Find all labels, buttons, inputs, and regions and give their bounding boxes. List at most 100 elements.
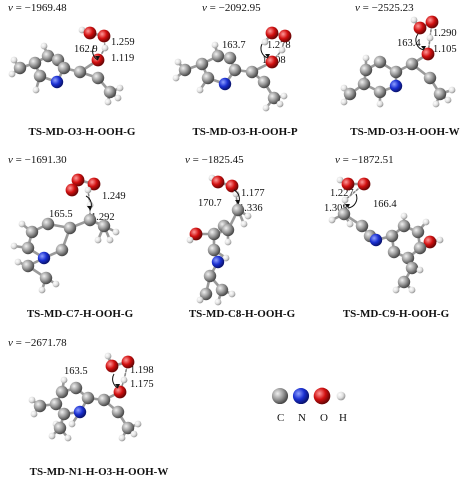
carbon-atom bbox=[53, 421, 67, 435]
hydrogen-atom bbox=[18, 220, 26, 228]
hydrogen-atom bbox=[32, 86, 40, 94]
carbon-atom bbox=[373, 85, 387, 99]
hydrogen-atom bbox=[392, 286, 400, 294]
hydrogen-atom bbox=[130, 430, 138, 438]
legend-label-carbon: C bbox=[277, 412, 285, 424]
angle-label: 163.4 bbox=[397, 38, 421, 49]
carbon-atom bbox=[28, 56, 42, 70]
angle-label: 163.5 bbox=[64, 366, 88, 377]
carbon-atom bbox=[211, 49, 225, 63]
carbon-atom bbox=[207, 227, 221, 241]
nitrogen-atom bbox=[73, 405, 87, 419]
carbon-atom bbox=[195, 57, 209, 71]
oxygen-atom bbox=[121, 355, 135, 369]
hydrogen-atom bbox=[280, 92, 288, 100]
carbon-atom bbox=[357, 77, 371, 91]
nitrogen-atom bbox=[389, 79, 403, 93]
hydrogen-atom bbox=[40, 42, 48, 50]
angle-label: 166.4 bbox=[373, 199, 397, 210]
hydrogen-atom bbox=[341, 196, 349, 204]
carbon-atom bbox=[41, 217, 55, 231]
carbon-atom bbox=[231, 203, 245, 217]
carbon-atom bbox=[57, 61, 71, 75]
oxygen-atom bbox=[265, 55, 279, 69]
frequency-label: ν = −2092.95 bbox=[202, 2, 261, 14]
hydrogen-atom bbox=[52, 280, 60, 288]
distance-label: 1.308 bbox=[324, 203, 348, 214]
angle-arc bbox=[112, 373, 119, 389]
carbon-atom bbox=[221, 223, 235, 237]
hydrogen-atom bbox=[444, 96, 452, 104]
carbon-atom bbox=[355, 219, 369, 233]
hydrogen-atom bbox=[224, 238, 232, 246]
hydrogen-atom bbox=[376, 100, 384, 108]
carbon-atom bbox=[389, 65, 403, 79]
carbon-atom bbox=[411, 225, 425, 239]
oxygen-atom bbox=[313, 387, 331, 405]
hydrogen-atom bbox=[10, 242, 18, 250]
hydrogen-atom bbox=[104, 98, 112, 106]
oxygen-atom bbox=[211, 175, 225, 189]
carbon-atom bbox=[359, 63, 373, 77]
carbon-atom bbox=[91, 71, 105, 85]
nitrogen-atom bbox=[50, 75, 64, 89]
nitrogen-atom bbox=[369, 233, 383, 247]
carbon-atom bbox=[267, 91, 281, 105]
structure-caption: TS-MD-N1-H-O3-H-OOH-W bbox=[29, 466, 169, 478]
hydrogen-atom bbox=[10, 56, 18, 64]
hydrogen-atom bbox=[174, 58, 182, 66]
angle-arrow bbox=[345, 204, 350, 208]
hydrogen-atom bbox=[38, 286, 46, 294]
carbon-atom bbox=[103, 85, 117, 99]
oxygen-atom bbox=[357, 177, 371, 191]
structure-caption: TS-MD-O3-H-OOH-G bbox=[28, 126, 136, 138]
angle-label: 163.7 bbox=[222, 40, 246, 51]
legend-label-hydrogen: H bbox=[339, 412, 347, 424]
carbon-atom bbox=[63, 221, 77, 235]
structure-caption: TS-MD-O3-H-OOH-P bbox=[192, 126, 298, 138]
hydrogen-atom bbox=[118, 434, 126, 442]
distance-label: 1.292 bbox=[91, 212, 115, 223]
legend-label-nitrogen: N bbox=[298, 412, 306, 424]
carbon-atom bbox=[97, 393, 111, 407]
distance-label: 1.105 bbox=[433, 44, 457, 55]
carbon-atom bbox=[73, 65, 87, 79]
hydrogen-atom bbox=[64, 434, 72, 442]
hydrogen-atom bbox=[120, 376, 128, 384]
carbon-atom bbox=[215, 283, 229, 297]
angle-label: 165.5 bbox=[49, 209, 73, 220]
oxygen-atom bbox=[105, 359, 119, 373]
oxygen-atom bbox=[265, 26, 279, 40]
distance-label: 1.227 bbox=[330, 188, 354, 199]
hydrogen-atom bbox=[340, 98, 348, 106]
hydrogen-atom bbox=[114, 94, 122, 102]
angle-arrow bbox=[421, 46, 426, 50]
carbon-atom bbox=[405, 261, 419, 275]
carbon-atom bbox=[433, 87, 447, 101]
hydrogen-atom bbox=[104, 352, 112, 360]
frequency-label: ν = −1969.48 bbox=[8, 2, 67, 14]
carbon-atom bbox=[337, 207, 351, 221]
carbon-atom bbox=[21, 259, 35, 273]
carbon-atom bbox=[401, 251, 415, 265]
hydrogen-atom bbox=[240, 220, 248, 228]
hydrogen-atom bbox=[211, 41, 219, 49]
hydrogen-atom bbox=[244, 212, 252, 220]
oxygen-atom bbox=[425, 15, 439, 29]
hydrogen-atom bbox=[328, 216, 336, 224]
carbon-atom bbox=[199, 287, 213, 301]
frequency-label: ν = −1691.30 bbox=[8, 154, 67, 166]
carbon-atom bbox=[271, 387, 289, 405]
frequency-label: ν = −1825.45 bbox=[185, 154, 244, 166]
carbon-atom bbox=[203, 269, 217, 283]
carbon-atom bbox=[413, 241, 427, 255]
angle-arrow bbox=[115, 384, 120, 388]
distance-label: 1.198 bbox=[130, 365, 154, 376]
hydrogen-atom bbox=[436, 236, 444, 244]
carbon-atom bbox=[49, 397, 63, 411]
carbon-atom bbox=[178, 63, 192, 77]
oxygen-atom bbox=[423, 235, 437, 249]
hydrogen-atom bbox=[222, 254, 230, 262]
carbon-atom bbox=[25, 225, 39, 239]
nitrogen-atom bbox=[292, 387, 310, 405]
